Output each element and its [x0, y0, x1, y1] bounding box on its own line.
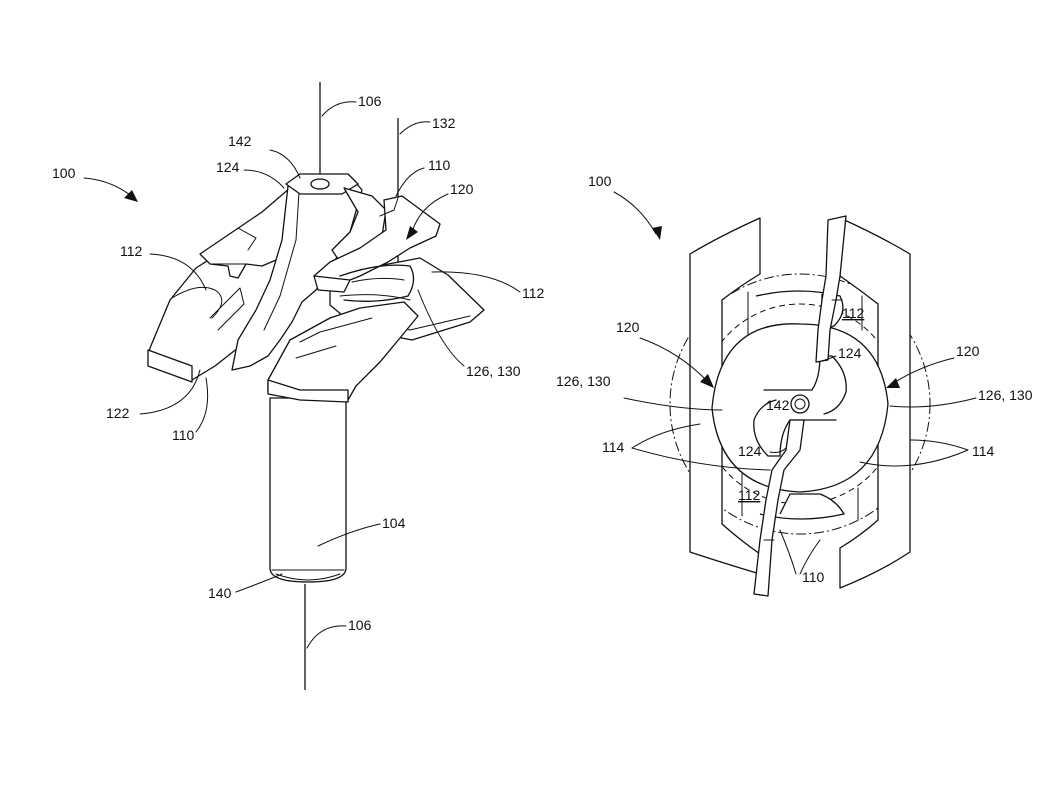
leader-114-left-a [631, 423, 701, 449]
label-142: 142 [766, 397, 790, 413]
leader-126-130 [417, 289, 465, 367]
leader-110-bottom [195, 377, 209, 433]
arrow-100-right [613, 191, 657, 235]
center-hole-142 [790, 394, 810, 414]
label-124: 124 [216, 159, 240, 175]
leader-126-130-right [889, 397, 977, 408]
leader-112-left [149, 253, 207, 291]
leader-126-130-left [623, 397, 723, 411]
right-blade-120 [313, 195, 441, 283]
label-100: 100 [52, 165, 76, 181]
leader-124-top [817, 355, 837, 363]
label-124-top: 124 [838, 345, 862, 361]
leader-110-top [395, 167, 425, 197]
blade-lower [753, 419, 805, 597]
perspective-view: 100 106 132 142 124 110 120 112 112 126,… [52, 82, 545, 690]
label-104: 104 [382, 515, 406, 531]
label-120-left: 120 [616, 319, 640, 335]
leader-114-right-a [909, 439, 969, 451]
leader-106-top [321, 101, 357, 117]
right-blade-edge [313, 275, 351, 293]
lower-cutter-112 [759, 493, 845, 520]
label-126-130: 126, 130 [466, 363, 521, 379]
label-112-bottom: 112 [738, 487, 761, 503]
front-cutter-face [267, 379, 349, 403]
ring-126-130 [339, 264, 415, 302]
leader-104 [317, 523, 381, 547]
label-120: 120 [450, 181, 474, 197]
label-106-top: 106 [358, 93, 382, 109]
label-106-bottom: 106 [348, 617, 372, 633]
leader-114-right-b [859, 449, 969, 467]
top-view: 100 112 124 120 120 126, 130 126, 130 14… [556, 173, 1033, 597]
label-122: 122 [106, 405, 130, 421]
label-114-right: 114 [972, 443, 995, 459]
label-124-bottom: 124 [738, 443, 762, 459]
label-112-left: 112 [120, 243, 143, 259]
label-110-bottom: 110 [172, 427, 195, 443]
central-profile [711, 323, 889, 493]
leader-122 [139, 369, 201, 415]
label-126-130-left: 126, 130 [556, 373, 611, 389]
label-120-right: 120 [956, 343, 980, 359]
label-140: 140 [208, 585, 232, 601]
leader-142 [269, 149, 301, 179]
blade-upper [815, 215, 847, 363]
lower-hook [753, 399, 837, 457]
leader-106-bottom [306, 625, 347, 649]
leader-140 [235, 573, 283, 593]
leader-114-left-b [631, 447, 771, 471]
leader-124 [243, 169, 285, 189]
leader-124-bottom [769, 447, 787, 453]
label-132: 132 [432, 115, 456, 131]
leader-120-right [891, 357, 955, 385]
label-112-right: 112 [522, 285, 545, 301]
label-112-top: 112 [842, 305, 865, 321]
arrow-100-left [83, 177, 135, 199]
upper-hook [763, 355, 847, 415]
label-110: 110 [802, 569, 825, 585]
outer-dashdot-circle [669, 273, 931, 535]
leader-132 [399, 121, 431, 135]
central-core [231, 175, 363, 371]
label-114-left: 114 [602, 439, 625, 455]
center-hole-142 [310, 178, 330, 190]
label-142: 142 [228, 133, 252, 149]
left-wing-front-face [147, 349, 193, 383]
leader-110-b [799, 539, 821, 575]
shank-104 [269, 397, 347, 583]
leader-120-left [639, 337, 711, 385]
top-cap [285, 173, 359, 195]
leader-110-a [779, 529, 797, 575]
leader-112-right [431, 271, 521, 293]
label-126-130-right: 126, 130 [978, 387, 1033, 403]
label-100: 100 [588, 173, 612, 189]
label-110-top: 110 [428, 157, 451, 173]
leader-120 [411, 193, 449, 233]
